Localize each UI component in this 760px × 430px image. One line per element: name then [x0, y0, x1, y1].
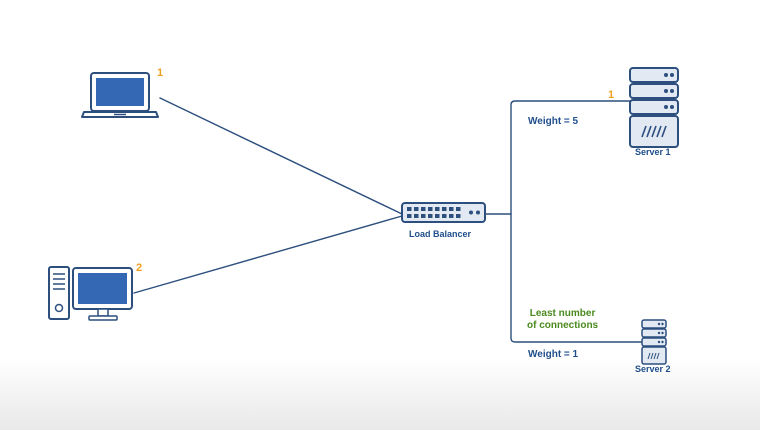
server-1-weight: Weight = 5 — [528, 116, 579, 127]
least-connections-note: Least number of connections — [527, 308, 598, 332]
switch-port — [442, 207, 447, 211]
server-1-label: Server 1 — [635, 147, 671, 157]
switch-port — [449, 214, 454, 218]
switch-port — [435, 214, 440, 218]
laptop-icon — [81, 72, 159, 118]
switch-port — [442, 214, 447, 218]
switch-port — [414, 207, 419, 211]
switch-port — [421, 214, 426, 218]
switch-port — [407, 207, 412, 211]
link-balancer-to-server2 — [510, 213, 643, 343]
link-client1-to-balancer — [159, 97, 403, 215]
switch-port — [407, 214, 412, 218]
server-2-weight: Weight = 1 — [528, 349, 579, 360]
server-1-number: 1 — [608, 89, 615, 101]
connections — [133, 97, 643, 343]
switch-port — [428, 207, 433, 211]
link-balancer-to-server1 — [484, 100, 631, 215]
switch-port — [421, 207, 426, 211]
switch-port — [449, 207, 454, 211]
link-client2-to-balancer — [133, 215, 403, 294]
least-connections-line-1: Least number — [529, 308, 596, 319]
least-connections-line-2: of connections — [527, 320, 599, 331]
server-rack-icon-1 — [629, 67, 679, 148]
server-rack-icon-2 — [641, 319, 667, 365]
desktop-computer-icon — [48, 266, 133, 321]
switch-icon — [401, 202, 486, 223]
switch-port — [456, 214, 461, 218]
switch-port — [456, 207, 461, 211]
switch-port — [414, 214, 419, 218]
switch-port — [435, 207, 440, 211]
load-balancer-label: Load Balancer — [409, 229, 472, 239]
client-1-number: 1 — [157, 67, 164, 79]
switch-port — [428, 214, 433, 218]
server-2-label: Server 2 — [635, 364, 671, 374]
client-2-number: 2 — [136, 262, 143, 274]
